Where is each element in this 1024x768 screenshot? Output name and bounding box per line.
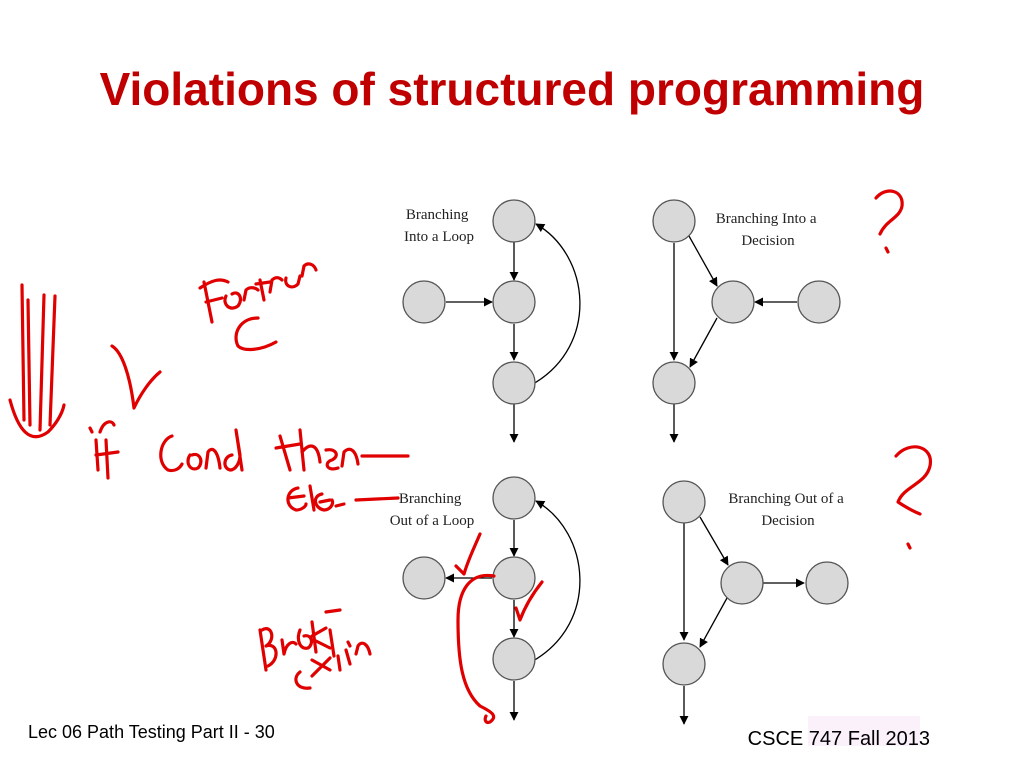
label-line-2: Out of a Loop bbox=[390, 513, 475, 529]
node bbox=[805, 561, 849, 605]
ink-question-2 bbox=[894, 445, 932, 550]
ink-down-arrow bbox=[8, 283, 66, 439]
node bbox=[492, 361, 536, 405]
node bbox=[797, 280, 841, 324]
ink-cond bbox=[159, 428, 244, 473]
node bbox=[492, 199, 536, 243]
ink-if bbox=[88, 420, 120, 480]
ink-break-exit bbox=[258, 608, 372, 690]
pen-artifact bbox=[808, 716, 920, 746]
ink-check-2 bbox=[454, 532, 482, 576]
label-line-1: Branching bbox=[399, 491, 462, 507]
node bbox=[652, 199, 696, 243]
node bbox=[402, 280, 446, 324]
diagram-branching-out-of-decision: Branching Out of a Decision bbox=[662, 480, 849, 725]
diagram-label: Branching Into a Loop bbox=[404, 207, 474, 245]
node bbox=[492, 476, 536, 520]
node bbox=[402, 556, 446, 600]
ink-question-1 bbox=[874, 189, 904, 254]
node bbox=[662, 480, 706, 524]
node bbox=[492, 280, 536, 324]
edge-arrow bbox=[688, 235, 718, 287]
label-line-1: Branching Out of a bbox=[728, 491, 844, 507]
slide-title: Violations of structured programming bbox=[99, 63, 925, 115]
node bbox=[492, 556, 536, 600]
label-line-2: Into a Loop bbox=[404, 229, 474, 245]
node bbox=[720, 561, 764, 605]
edge-arrow bbox=[699, 516, 729, 566]
ink-c-letter bbox=[234, 316, 278, 352]
ink-check-1 bbox=[110, 344, 162, 410]
loop-back-edge bbox=[532, 223, 581, 385]
edge-arrow bbox=[699, 597, 728, 648]
diagram-label: Branching Out of a Loop bbox=[390, 491, 475, 529]
diagram-label: Branching Into a Decision bbox=[716, 211, 821, 249]
node bbox=[662, 642, 706, 686]
ink-then bbox=[274, 428, 410, 472]
edge-arrow bbox=[689, 317, 718, 368]
ink-curve-arrow bbox=[456, 573, 496, 725]
label-line-1: Branching Into a bbox=[716, 211, 817, 227]
footer-course: CSCE 747 Fall 2013 bbox=[747, 728, 930, 750]
diagram-label: Branching Out of a Decision bbox=[728, 491, 847, 529]
label-line-2: Decision bbox=[761, 513, 815, 529]
node bbox=[652, 361, 696, 405]
label-line-2: Decision bbox=[741, 233, 795, 249]
footer-slide-number: Lec 06 Path Testing Part II - 30 bbox=[28, 722, 275, 742]
node bbox=[711, 280, 755, 324]
loop-back-edge bbox=[532, 500, 581, 662]
diagram-branching-into-loop: Branching Into a Loop bbox=[402, 199, 581, 443]
diagram-branching-out-of-loop: Branching Out of a Loop bbox=[390, 476, 581, 721]
ink-else bbox=[286, 484, 400, 512]
ink-check-3 bbox=[514, 580, 544, 622]
diagram-branching-into-decision: Branching Into a Decision bbox=[652, 199, 841, 443]
label-line-1: Branching bbox=[406, 207, 469, 223]
ink-fortran bbox=[198, 262, 318, 324]
handwritten-annotations bbox=[8, 189, 932, 725]
node bbox=[492, 637, 536, 681]
